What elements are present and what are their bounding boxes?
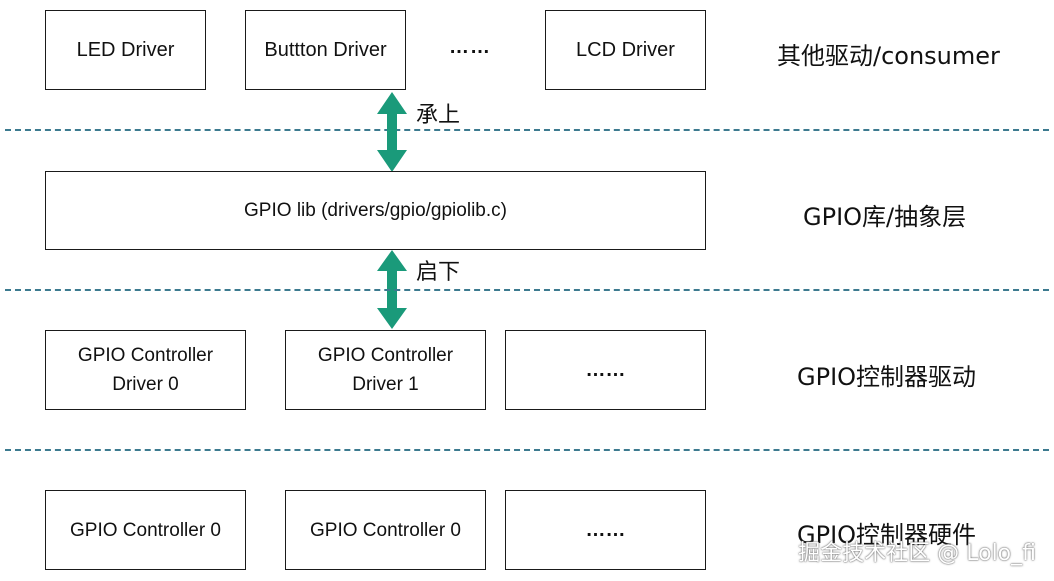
consumer-ellipsis: …… <box>449 36 491 58</box>
double-arrow-icon <box>377 92 407 172</box>
controller-driver-layer-label: GPIO控制器驱动 <box>797 363 977 391</box>
lcd-driver-box: LCD Driver <box>545 10 706 90</box>
controller-hardware-0-box: GPIO Controller 0 <box>45 490 246 570</box>
controller-driver-more-box: …… <box>505 330 706 410</box>
gpiolib-layer-label: GPIO库/抽象层 <box>803 203 967 231</box>
watermark: 掘金技术社区 @ Lolo_fi <box>798 541 1036 566</box>
consumer-layer-label: 其他驱动/consumer <box>777 42 1000 70</box>
upper-arrow-label: 承上 <box>416 103 461 128</box>
controller-hardware-1-box: GPIO Controller 0 <box>285 490 486 570</box>
gpiolib-box: GPIO lib (drivers/gpio/gpiolib.c) <box>45 171 706 250</box>
controller-hardware-more-box: …… <box>505 490 706 570</box>
lower-arrow-label: 启下 <box>416 260 461 285</box>
button-driver-box: Buttton Driver <box>245 10 406 90</box>
controller-driver-1-box: GPIO Controller Driver 1 <box>285 330 486 410</box>
layer-divider <box>5 129 1049 131</box>
layer-divider <box>5 289 1049 291</box>
led-driver-box: LED Driver <box>45 10 206 90</box>
layer-divider <box>5 449 1049 451</box>
controller-driver-0-box: GPIO Controller Driver 0 <box>45 330 246 410</box>
controller-hardware-layer-label: GPIO控制器硬件 <box>797 521 977 549</box>
